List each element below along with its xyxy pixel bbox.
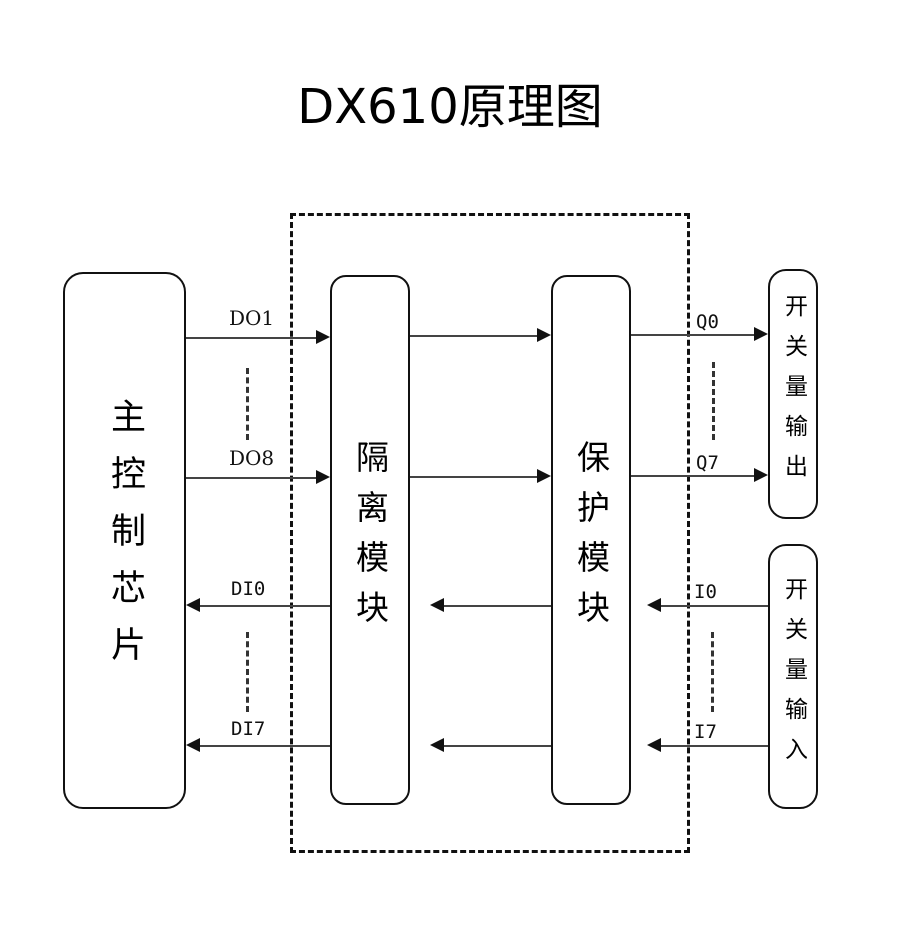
connector-iso-prot-bottom-line (410, 476, 537, 478)
connector-iso-prot-top-arrowhead (537, 328, 551, 342)
connector-i0-arrowhead (647, 598, 661, 612)
block-main-control-chip: 主控制芯片 (63, 272, 186, 809)
connector-di7-arrowhead (186, 738, 200, 752)
connector-do8-arrowhead (316, 470, 330, 484)
page-title: DX610原理图 (297, 79, 603, 135)
signal-label-i0: I0 (694, 581, 717, 603)
connector-di0-line (200, 605, 330, 607)
connector-i0-line (661, 605, 768, 607)
connector-q0-line (631, 334, 754, 336)
block-digital-input-terminal-label: 开关量输入 (780, 576, 807, 777)
connector-iso-prot-bottom-arrowhead (537, 469, 551, 483)
connector-prot-iso-bottom-arrowhead (430, 738, 444, 752)
block-isolation-module-label: 隔离模块 (350, 440, 390, 640)
connector-i7-arrowhead (647, 738, 661, 752)
connector-q0-arrowhead (754, 327, 768, 341)
connector-do1-arrowhead (316, 330, 330, 344)
dashed-module-enclosure (290, 213, 690, 853)
connector-do1-line (186, 337, 316, 339)
block-digital-input-terminal: 开关量输入 (768, 544, 818, 809)
signal-label-di0: DI0 (231, 578, 266, 600)
signal-label-i7: I7 (694, 721, 717, 743)
block-digital-output-terminal-label: 开关量输出 (780, 294, 807, 494)
connector-prot-iso-top-arrowhead (430, 598, 444, 612)
connector-di0-arrowhead (186, 598, 200, 612)
connector-prot-iso-top-line (444, 605, 551, 607)
ellipsis-q-signals (712, 362, 715, 440)
block-digital-output-terminal: 开关量输出 (768, 269, 818, 519)
signal-label-do8: DO8 (229, 446, 275, 470)
ellipsis-i-signals (711, 632, 714, 712)
block-isolation-module: 隔离模块 (330, 275, 410, 805)
signal-label-q0: Q0 (696, 311, 719, 333)
connector-q7-line (631, 475, 754, 477)
connector-di7-line (200, 745, 330, 747)
ellipsis-di-signals (246, 632, 249, 712)
signal-label-di7: DI7 (231, 718, 266, 740)
signal-label-q7: Q7 (696, 452, 719, 474)
connector-do8-line (186, 477, 316, 479)
connector-prot-iso-bottom-line (444, 745, 551, 747)
connector-i7-line (661, 745, 768, 747)
connector-q7-arrowhead (754, 468, 768, 482)
block-main-control-chip-label: 主控制芯片 (105, 398, 145, 683)
block-protection-module: 保护模块 (551, 275, 631, 805)
signal-label-do1: DO1 (229, 306, 275, 330)
ellipsis-do-signals (246, 368, 249, 440)
block-protection-module-label: 保护模块 (571, 440, 611, 640)
connector-iso-prot-top-line (410, 335, 537, 337)
